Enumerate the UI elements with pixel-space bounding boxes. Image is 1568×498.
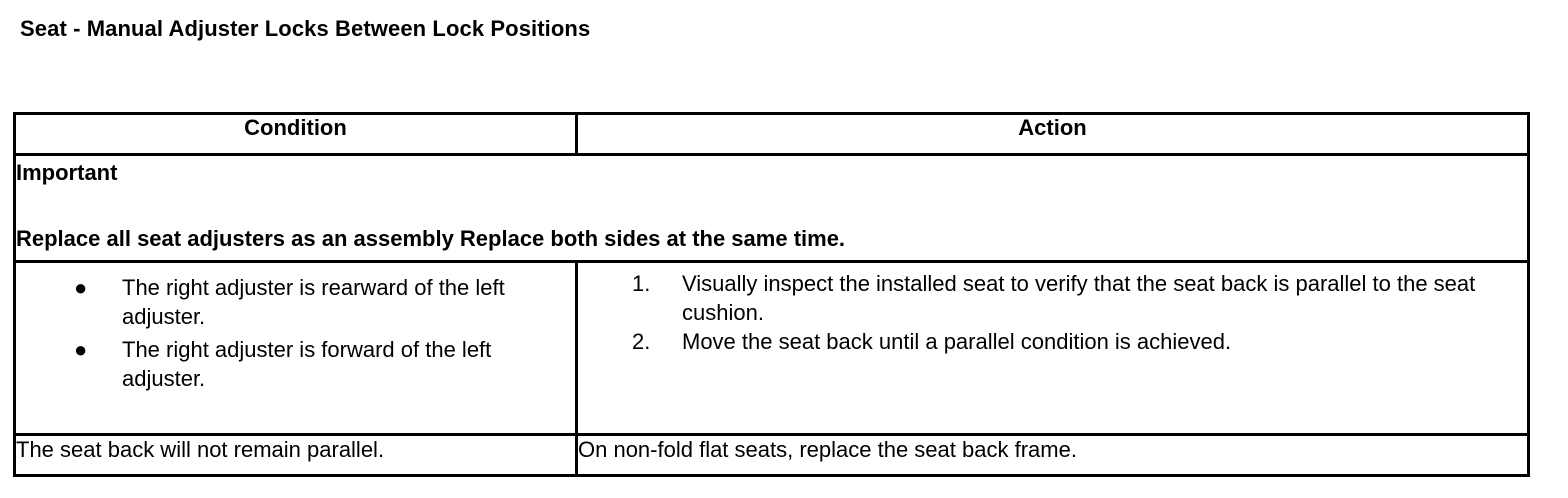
bullet-icon: ● bbox=[74, 275, 88, 300]
list-item: ● The right adjuster is rearward of the … bbox=[74, 273, 575, 331]
list-item: 2. Move the seat back until a parallel c… bbox=[632, 327, 1527, 356]
condition-cell: The seat back will not remain parallel. bbox=[13, 433, 578, 477]
column-header-action: Action bbox=[575, 112, 1530, 156]
action-steps: 1. Visually inspect the installed seat t… bbox=[578, 269, 1527, 356]
step-number: 2. bbox=[632, 329, 651, 354]
diagnostic-table: Condition Action Important Replace all s… bbox=[13, 112, 1530, 477]
table-header-row: Condition Action bbox=[13, 112, 1530, 156]
important-row: Important Replace all seat adjusters as … bbox=[13, 153, 1530, 263]
important-text: Replace all seat adjusters as an assembl… bbox=[16, 226, 846, 251]
important-label: Important bbox=[16, 160, 118, 185]
action-text: Visually inspect the installed seat to v… bbox=[682, 271, 1476, 325]
action-cell: 1. Visually inspect the installed seat t… bbox=[575, 260, 1530, 436]
condition-text: The right adjuster is forward of the lef… bbox=[122, 337, 492, 391]
important-note: Important Replace all seat adjusters as … bbox=[13, 153, 1530, 263]
condition-list: ● The right adjuster is rearward of the … bbox=[16, 273, 575, 393]
table-row: The seat back will not remain parallel. … bbox=[13, 433, 1530, 477]
list-item: ● The right adjuster is forward of the l… bbox=[74, 335, 575, 393]
list-item: 1. Visually inspect the installed seat t… bbox=[632, 269, 1527, 327]
action-text: Move the seat back until a parallel cond… bbox=[682, 329, 1232, 354]
bullet-icon: ● bbox=[74, 337, 88, 362]
condition-cell: ● The right adjuster is rearward of the … bbox=[13, 260, 578, 436]
step-number: 1. bbox=[632, 271, 651, 296]
table-row: ● The right adjuster is rearward of the … bbox=[13, 260, 1530, 436]
document-title: Seat - Manual Adjuster Locks Between Loc… bbox=[20, 16, 591, 41]
condition-text: The right adjuster is rearward of the le… bbox=[122, 275, 505, 329]
column-header-condition: Condition bbox=[13, 112, 578, 156]
action-cell: On non-fold flat seats, replace the seat… bbox=[575, 433, 1530, 477]
